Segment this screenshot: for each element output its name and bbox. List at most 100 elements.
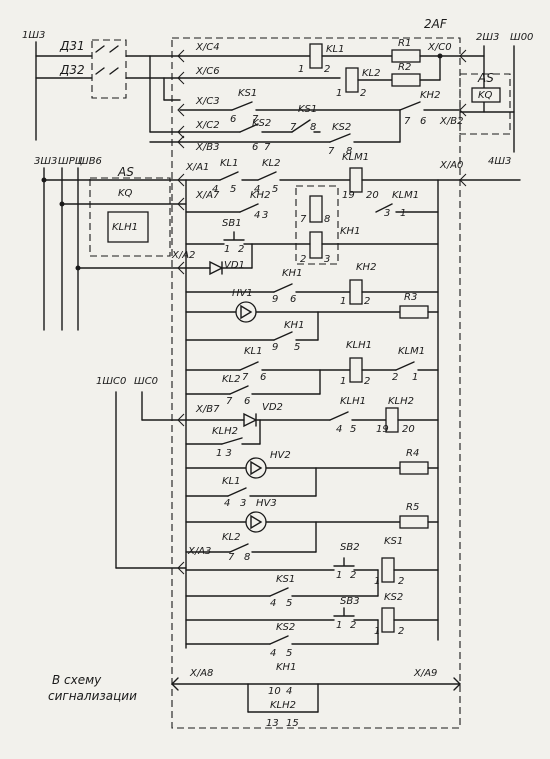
kh1-pin7: 7 — [300, 214, 307, 225]
ks2-contact-top — [239, 123, 259, 133]
bus-3sh3-label: 3Ш3 — [34, 156, 57, 167]
kh1-contact-95 — [273, 331, 293, 341]
kl1-a1-pin4: 4 — [212, 184, 218, 195]
klm1-contact-21 — [395, 361, 415, 371]
sb3-pin1: 1 — [336, 620, 342, 631]
r1-resistor — [391, 49, 421, 63]
kh2-coil-pin2: 2 — [364, 296, 370, 307]
r3-label: R3 — [404, 292, 417, 303]
ks2-b3-pin8: 8 — [346, 146, 352, 157]
kl2-78-pin8: 8 — [244, 552, 250, 563]
junction-shrc — [59, 201, 65, 207]
kl1-a1-label: KL1 — [220, 158, 239, 169]
kl1-a1-pin5: 5 — [230, 184, 236, 195]
ks1-45-label: KS1 — [276, 574, 295, 585]
term-a8-label: X/A8 — [189, 668, 213, 679]
ks2-coil — [381, 607, 395, 633]
kl1-76-pin7: 7 — [242, 372, 249, 383]
sb1-label: SB1 — [222, 218, 242, 229]
klh2-sig-label: KLH2 — [270, 700, 296, 711]
kh2-top-pin6: 6 — [420, 116, 426, 127]
klh1-coil-pin1: 1 — [340, 376, 346, 387]
ks1-top-label: KS1 — [238, 88, 257, 99]
vd2-label: VD2 — [262, 402, 283, 413]
ks1-45-pin5: 5 — [286, 598, 292, 609]
kq-left-label: KQ — [118, 188, 133, 199]
ks2-contact-b3 — [329, 133, 351, 143]
term-a2-label: X/A2 — [171, 250, 195, 261]
kl2-pin2: 2 — [360, 88, 366, 99]
d31-contact — [95, 45, 119, 53]
ks1-coil-pin1: 1 — [374, 576, 380, 587]
kl2-76-label: KL2 — [222, 374, 241, 385]
ks1-coil-label: KS1 — [384, 536, 403, 547]
kq-right-box — [471, 87, 501, 103]
junction-r — [437, 53, 443, 59]
kl1-label: KL1 — [326, 44, 345, 55]
kh2-coil — [349, 279, 363, 305]
ks1-45-pin4: 4 — [270, 598, 276, 609]
bus-4sh3-label: 4Ш3 — [488, 156, 511, 167]
ks2-coil-pin2: 2 — [398, 626, 404, 637]
klh2-contact-13 — [221, 437, 243, 445]
klh1-coil-label: KLH1 — [346, 340, 372, 351]
d32-contact — [95, 67, 119, 75]
hv1-label: HV1 — [232, 288, 253, 299]
junction-3sh3 — [41, 177, 47, 183]
vd1-diode — [209, 260, 224, 276]
ks1-contact-45 — [269, 587, 289, 597]
klh1-left-label: KLH1 — [112, 222, 138, 233]
klh1-left-box — [107, 211, 149, 243]
r3-resistor — [399, 305, 429, 319]
junction-shv6 — [75, 265, 81, 271]
kh1-pin3: 3 — [324, 254, 330, 265]
bus-shrc-label: ШРЦ — [58, 156, 83, 167]
kl1-76-label: KL1 — [244, 346, 263, 357]
ks2-45-pin4: 4 — [270, 648, 276, 659]
kh2-top-label: KH2 — [420, 90, 440, 101]
klh1-coil — [349, 357, 363, 383]
kl1-contact-76 — [239, 361, 259, 371]
kh1-contact-96 — [273, 283, 293, 293]
klh2-coil-pin19: 19 — [376, 424, 389, 435]
klh1-coil-pin2: 2 — [364, 376, 370, 387]
kl2-label: KL2 — [362, 68, 381, 79]
kh2-a7-pin4: 4 — [254, 210, 260, 221]
klm1-label: KLM1 — [342, 152, 369, 163]
kh2-a7-label: KH2 — [250, 190, 270, 201]
kh1-coil-label: KH1 — [340, 226, 360, 237]
sb2-pin1: 1 — [336, 570, 342, 581]
hv3-lamp — [245, 511, 267, 533]
sb2-label: SB2 — [340, 542, 360, 553]
as-right-label: AS — [477, 71, 494, 85]
term-a9-label: X/A9 — [413, 668, 437, 679]
term-b2-label: X/B2 — [439, 116, 463, 127]
hv3-glyph — [250, 514, 263, 530]
r5-label: R5 — [406, 502, 419, 513]
klm1-coil — [349, 167, 363, 193]
r5-resistor — [399, 515, 429, 529]
sb1-pin2: 2 — [238, 244, 244, 255]
ks1-coil-pin2: 2 — [398, 576, 404, 587]
d3-contacts-frame — [91, 39, 127, 99]
kq-right-label: KQ — [478, 90, 493, 101]
as-left-label: AS — [117, 165, 134, 179]
klh2-13-pins: 1 3 — [216, 448, 232, 459]
ks1-contact-mid — [291, 119, 311, 133]
kh1-95-pin9: 9 — [272, 342, 278, 353]
ks2-45-pin5: 5 — [286, 648, 292, 659]
ks1-mid-label: KS1 — [298, 104, 317, 115]
a8-arrow — [171, 677, 179, 691]
kl2-76-pin7: 7 — [226, 396, 233, 407]
bus-2sh3-label: 2Ш3 — [476, 32, 499, 43]
kh1-coil-frame — [295, 185, 339, 265]
kh2-contact-a7 — [239, 203, 259, 213]
r2-resistor — [391, 73, 421, 87]
kh1-sig-label: KH1 — [276, 662, 296, 673]
sb3-pin2: 2 — [350, 620, 356, 631]
hv2-glyph — [250, 460, 263, 476]
kh1-pin8: 8 — [324, 214, 330, 225]
sb3-label: SB3 — [340, 596, 360, 607]
kl2-76-pin6: 6 — [244, 396, 250, 407]
